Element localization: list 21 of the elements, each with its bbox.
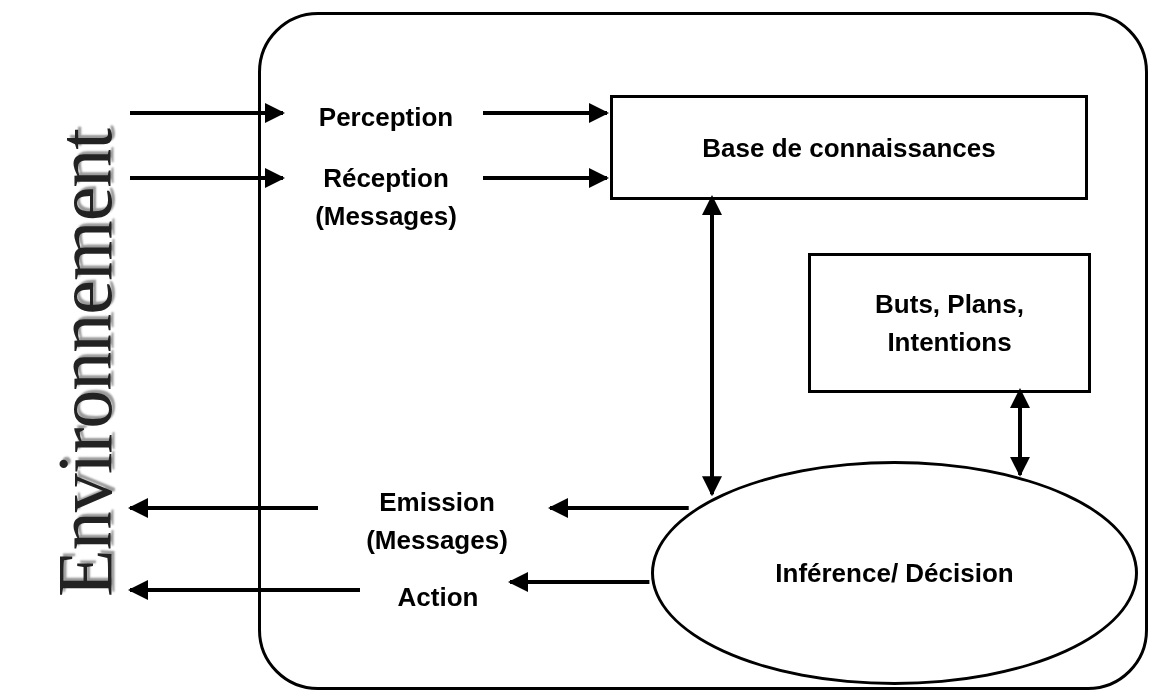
process-label: Emission (Messages)	[321, 483, 553, 559]
agent-frame	[258, 12, 1148, 690]
arrow	[483, 103, 609, 123]
node-text: Base de connaissances	[702, 131, 996, 165]
arrow	[548, 498, 689, 518]
arrow	[702, 195, 722, 497]
arrow	[1010, 388, 1030, 477]
node-text: Inférence/ Décision	[775, 557, 1014, 590]
process-label: Perception	[286, 99, 486, 135]
arrow	[130, 103, 285, 123]
process-box	[610, 95, 1088, 200]
process-box	[808, 253, 1091, 393]
arrow	[130, 168, 285, 188]
arrow	[483, 168, 609, 188]
arrow	[508, 572, 650, 592]
process-label: Action	[363, 577, 513, 617]
environment-text: Environnement	[41, 128, 128, 597]
node-text: Buts, Plans, Intentions	[874, 288, 1025, 359]
process-label: Réception (Messages)	[286, 159, 486, 235]
arrow	[128, 580, 360, 600]
arrow	[128, 498, 318, 518]
